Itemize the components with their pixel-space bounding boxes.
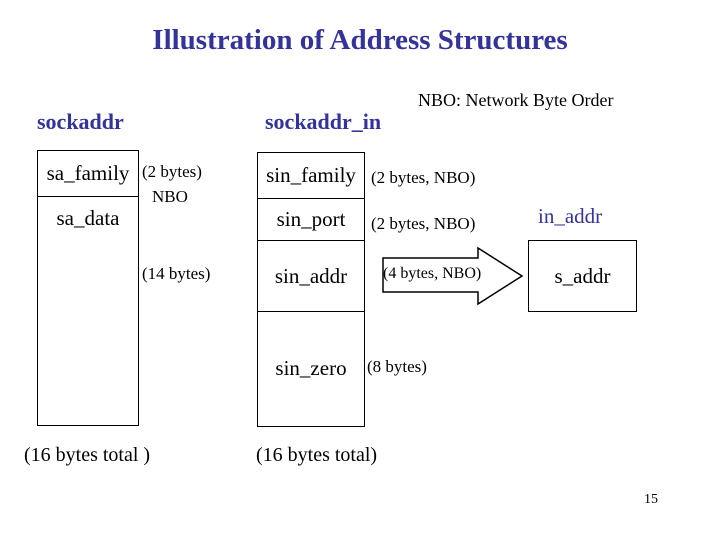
sockaddr-in-total-size: (16 bytes total) <box>256 444 378 466</box>
sin-port-size-annotation: (2 bytes, NBO) <box>371 214 476 233</box>
sockaddr-in-field-sin-zero: sin_zero <box>275 356 347 380</box>
sockaddr-struct-box: sa_family sa_data <box>37 150 139 426</box>
nbo-note: NBO: Network Byte Order <box>418 90 614 110</box>
sa-data-size-annotation: (14 bytes) <box>142 264 211 283</box>
page-title: Illustration of Address Structures <box>152 24 568 56</box>
sockaddr-in-field-sin-port: sin_port <box>258 199 364 241</box>
sin-addr-size-annotation: (4 bytes, NBO) <box>383 265 482 282</box>
sockaddr-field-sa-family: sa_family <box>38 151 138 197</box>
sockaddr-in-field-sin-family: sin_family <box>258 153 364 199</box>
right-block-arrow-icon <box>382 246 524 306</box>
sockaddr-field-sa-data: sa_data <box>56 206 120 230</box>
sin-family-size-annotation: (2 bytes, NBO) <box>371 168 476 187</box>
sa-family-size-annotation: (2 bytes) <box>142 162 202 181</box>
page-number: 15 <box>644 492 658 507</box>
sockaddr-label: sockaddr <box>37 109 124 134</box>
sockaddr-total-size: (16 bytes total ) <box>24 444 151 466</box>
in-addr-label: in_addr <box>538 204 603 228</box>
sin-addr-to-in-addr-arrow: (4 bytes, NBO) <box>379 244 529 308</box>
sockaddr-in-label: sockaddr_in <box>265 109 382 134</box>
sa-family-nbo-annotation: NBO <box>152 187 188 206</box>
sockaddr-in-struct-box: sin_family sin_port sin_addr sin_zero <box>257 152 365 427</box>
in-addr-struct-box: s_addr <box>528 240 637 312</box>
sockaddr-in-field-sin-addr: sin_addr <box>258 241 364 312</box>
sin-zero-size-annotation: (8 bytes) <box>367 357 427 376</box>
